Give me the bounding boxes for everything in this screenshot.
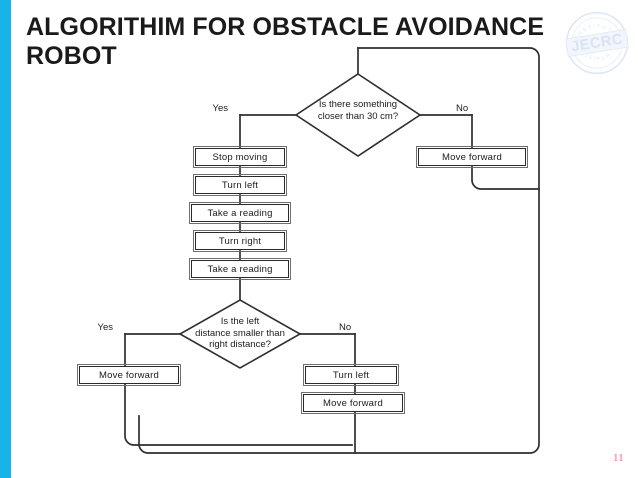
box-stop-moving[interactable]: Stop moving xyxy=(193,146,287,168)
decision-1-yes-label: Yes xyxy=(212,103,229,114)
box-turn-left-1[interactable]: Turn left xyxy=(193,174,287,196)
box-turn-left-2[interactable]: Turn left xyxy=(303,364,399,386)
decision-1-text: Is there something closer than 30 cm? xyxy=(317,99,399,122)
box-move-forward-no-obstacle[interactable]: Move forward xyxy=(416,146,528,168)
box-take-a-reading-1[interactable]: Take a reading xyxy=(189,202,291,224)
left-accent-bar xyxy=(0,0,11,478)
jecrc-logo-icon: INSTITUTE JAIPUR JECRC xyxy=(565,11,629,75)
box-turn-right[interactable]: Turn right xyxy=(193,230,287,252)
box-take-a-reading-2[interactable]: Take a reading xyxy=(189,258,291,280)
decision-2-text: Is the left distance smaller than right … xyxy=(195,316,285,351)
svg-text:JAIPUR: JAIPUR xyxy=(583,51,613,62)
box-move-forward-left[interactable]: Move forward xyxy=(77,364,181,386)
decision-2-yes-label: Yes xyxy=(97,322,114,333)
box-move-forward-right-branch[interactable]: Move forward xyxy=(301,392,405,414)
page-title: ALGORITHIM FOR OBSTACLE AVOIDANCE ROBOT xyxy=(26,13,545,71)
page-number: 11 xyxy=(613,452,624,464)
decision-1-no-label: No xyxy=(456,103,469,114)
decision-2-no-label: No xyxy=(339,322,352,333)
